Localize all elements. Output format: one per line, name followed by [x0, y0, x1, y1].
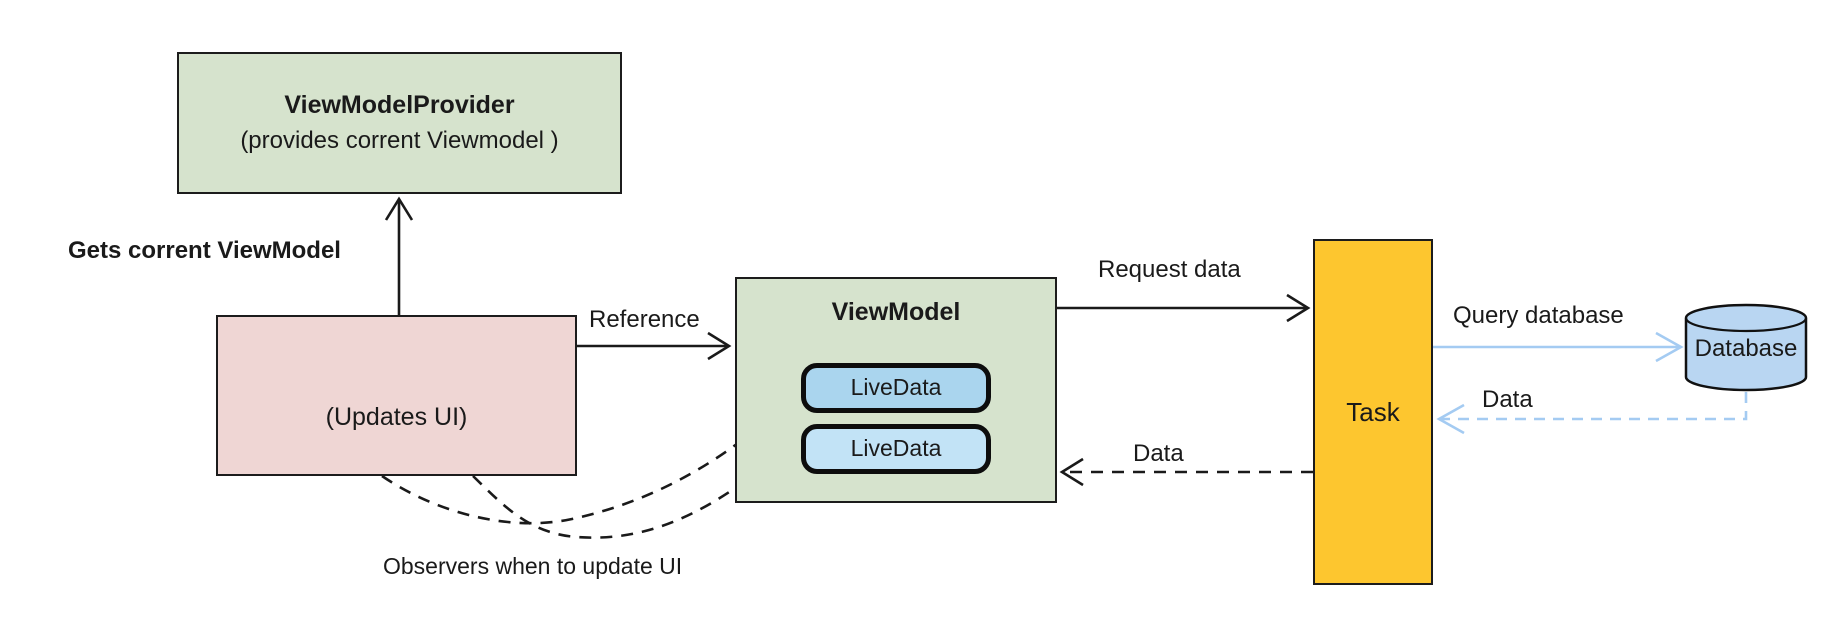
livedata-2-label: LiveData	[850, 435, 942, 462]
edge-label-data-to-viewmodel: Data	[1133, 440, 1184, 467]
viewmodel-node: ViewModel LiveData LiveData	[735, 277, 1057, 503]
viewmodelprovider-subtitle: (provides corrent Viewmodel )	[240, 127, 559, 155]
task-node: Task	[1313, 239, 1433, 585]
updates-ui-node: (Updates UI)	[216, 315, 577, 476]
task-label: Task	[1346, 396, 1400, 427]
viewmodelprovider-node: ViewModelProvider (provides corrent View…	[177, 52, 622, 194]
viewmodelprovider-title: ViewModelProvider	[284, 90, 515, 119]
edge-label-query-database: Query database	[1453, 302, 1624, 329]
viewmodel-title: ViewModel	[831, 298, 961, 326]
livedata-1-label: LiveData	[850, 374, 942, 401]
livedata-node-2: LiveData	[801, 423, 991, 474]
edge-label-data-to-task: Data	[1482, 386, 1533, 413]
database-cylinder	[1684, 303, 1808, 392]
edge-label-request-data: Request data	[1098, 256, 1241, 283]
edge-label-observers: Observers when to update UI	[383, 553, 683, 579]
database-data-return-arrow	[1436, 392, 1748, 435]
livedata-node-1: LiveData	[801, 362, 991, 413]
observer-curve-1	[381, 406, 783, 525]
updates-ui-label: (Updates UI)	[325, 403, 468, 431]
edge-label-gets-current-viewmodel: Gets corrent ViewModel	[68, 237, 341, 264]
edge-label-reference: Reference	[589, 306, 700, 333]
observer-curve-2	[472, 451, 784, 539]
database-label: Database	[1694, 335, 1798, 362]
